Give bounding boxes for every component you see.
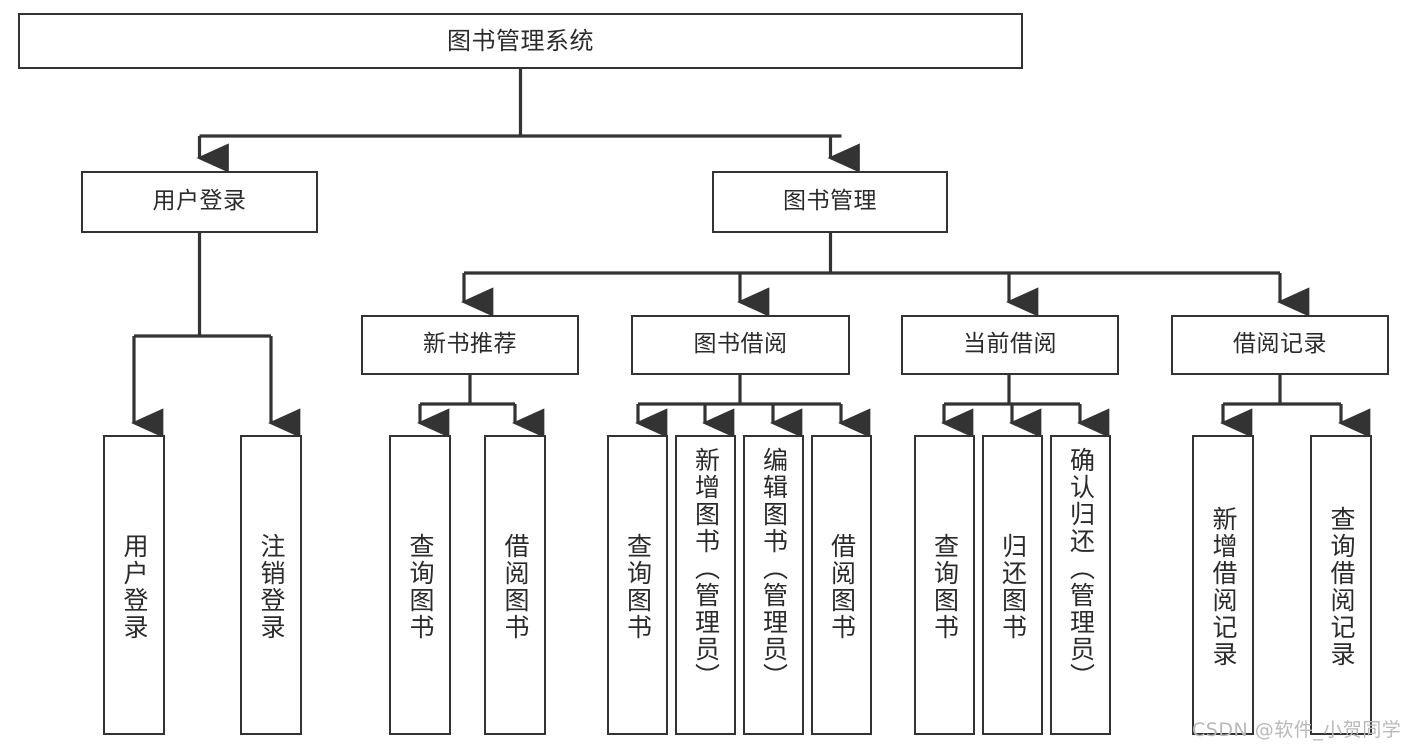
leaf-user-login-label: 用户登录	[120, 533, 149, 641]
node-user-login-label: 用户登录	[152, 188, 247, 215]
leaf-logout[interactable]: 注销登录	[240, 435, 302, 735]
leaf-edit-book-admin[interactable]: 编辑图书（管理员）	[743, 435, 804, 735]
node-new-book-recommend-label: 新书推荐	[423, 331, 517, 358]
leaf-logout-label: 注销登录	[257, 533, 286, 641]
node-current-borrow[interactable]: 当前借阅	[901, 315, 1119, 375]
leaf-add-book-admin[interactable]: 新增图书（管理员）	[675, 435, 736, 735]
node-root[interactable]: 图书管理系统	[18, 13, 1023, 69]
leaf-query-book-current-label: 查询图书	[930, 533, 960, 641]
node-book-management[interactable]: 图书管理	[712, 171, 948, 233]
leaf-query-book-current[interactable]: 查询图书	[914, 435, 975, 735]
leaf-add-book-admin-label: 新增图书（管理员）	[691, 447, 721, 690]
leaf-confirm-return-admin-label: 确认归还（管理员）	[1066, 447, 1096, 690]
leaf-query-book-borrow-label: 查询图书	[623, 533, 653, 641]
node-new-book-recommend[interactable]: 新书推荐	[361, 315, 579, 375]
leaf-borrow-book-newbook-label: 借阅图书	[501, 533, 530, 641]
node-borrow-records[interactable]: 借阅记录	[1171, 315, 1389, 375]
node-borrow-records-label: 借阅记录	[1233, 331, 1327, 358]
csdn-watermark: CSDN @软件_小贺同学	[1192, 719, 1402, 741]
leaf-add-borrow-record-label: 新增借阅记录	[1209, 506, 1238, 668]
leaf-query-book-newbook-label: 查询图书	[406, 533, 435, 641]
leaf-user-login[interactable]: 用户登录	[103, 435, 165, 735]
leaf-borrow-book-borrow-label: 借阅图书	[827, 533, 857, 641]
leaf-return-book[interactable]: 归还图书	[982, 435, 1043, 735]
node-book-management-label: 图书管理	[783, 188, 877, 215]
leaf-query-book-borrow[interactable]: 查询图书	[607, 435, 668, 735]
node-current-borrow-label: 当前借阅	[963, 331, 1057, 358]
leaf-query-borrow-record-label: 查询借阅记录	[1327, 506, 1356, 668]
leaf-query-book-newbook[interactable]: 查询图书	[389, 435, 451, 735]
leaf-borrow-book-newbook[interactable]: 借阅图书	[484, 435, 546, 735]
node-user-login[interactable]: 用户登录	[81, 171, 318, 233]
leaf-query-borrow-record[interactable]: 查询借阅记录	[1310, 435, 1372, 735]
leaf-return-book-label: 归还图书	[998, 533, 1028, 641]
leaf-borrow-book-borrow[interactable]: 借阅图书	[811, 435, 872, 735]
leaf-confirm-return-admin[interactable]: 确认归还（管理员）	[1050, 435, 1111, 735]
node-root-label: 图书管理系统	[447, 26, 594, 55]
node-book-borrow-label: 图书借阅	[693, 331, 788, 358]
leaf-add-borrow-record[interactable]: 新增借阅记录	[1192, 435, 1254, 735]
leaf-edit-book-admin-label: 编辑图书（管理员）	[759, 447, 789, 690]
node-book-borrow[interactable]: 图书借阅	[631, 315, 850, 375]
